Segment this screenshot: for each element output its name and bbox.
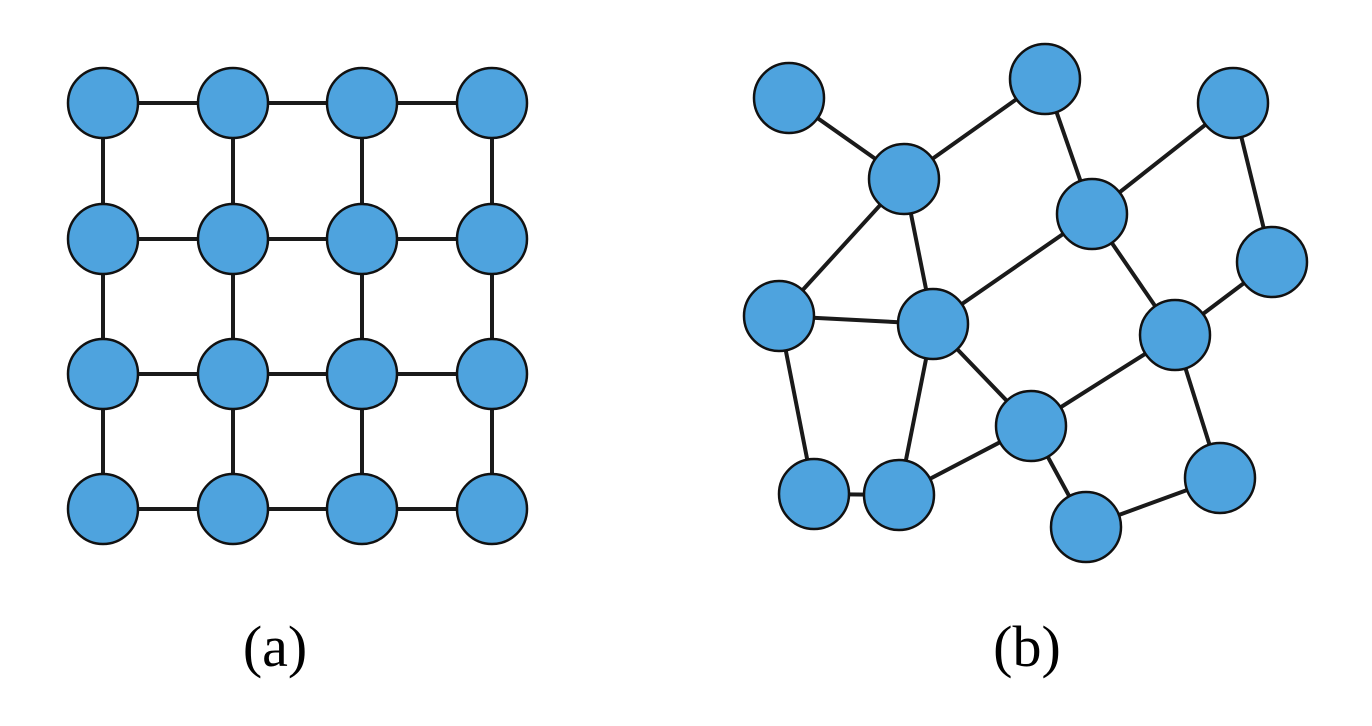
panel-b-node (1008, 42, 1082, 116)
panel-a-node (196, 337, 270, 411)
panel-a-node (66, 66, 140, 140)
panel-b-node (1183, 441, 1257, 515)
panel-a-node (196, 202, 270, 276)
panel-b-node (752, 61, 826, 135)
panel-a-node (196, 66, 270, 140)
panel-b-node (1138, 298, 1212, 372)
panel-b-node (1049, 490, 1123, 564)
panel-b-node (867, 142, 941, 216)
panel-b-graph (742, 42, 1309, 564)
panel-a-node (66, 202, 140, 276)
panel-b-node (862, 458, 936, 532)
panel-a-label: (a) (243, 614, 307, 679)
panel-b-node (1235, 225, 1309, 299)
panel-b-node (1055, 177, 1129, 251)
panel-a-node (455, 337, 529, 411)
panel-a-node (325, 66, 399, 140)
panel-a-node (325, 337, 399, 411)
panel-a-node (455, 66, 529, 140)
panel-a-node (455, 202, 529, 276)
panel-a-graph (66, 66, 529, 546)
panel-a-node (325, 472, 399, 546)
panel-b-node (1196, 66, 1270, 140)
panel-b-node (994, 389, 1068, 463)
panel-b-node (896, 287, 970, 361)
panel-a-node (455, 472, 529, 546)
panel-b-label: (b) (993, 614, 1061, 679)
panel-a-node (196, 472, 270, 546)
panel-a-node (325, 202, 399, 276)
panel-b-node (742, 279, 816, 353)
panel-a-node (66, 337, 140, 411)
panel-a-node (66, 472, 140, 546)
panel-b-node (777, 457, 851, 531)
